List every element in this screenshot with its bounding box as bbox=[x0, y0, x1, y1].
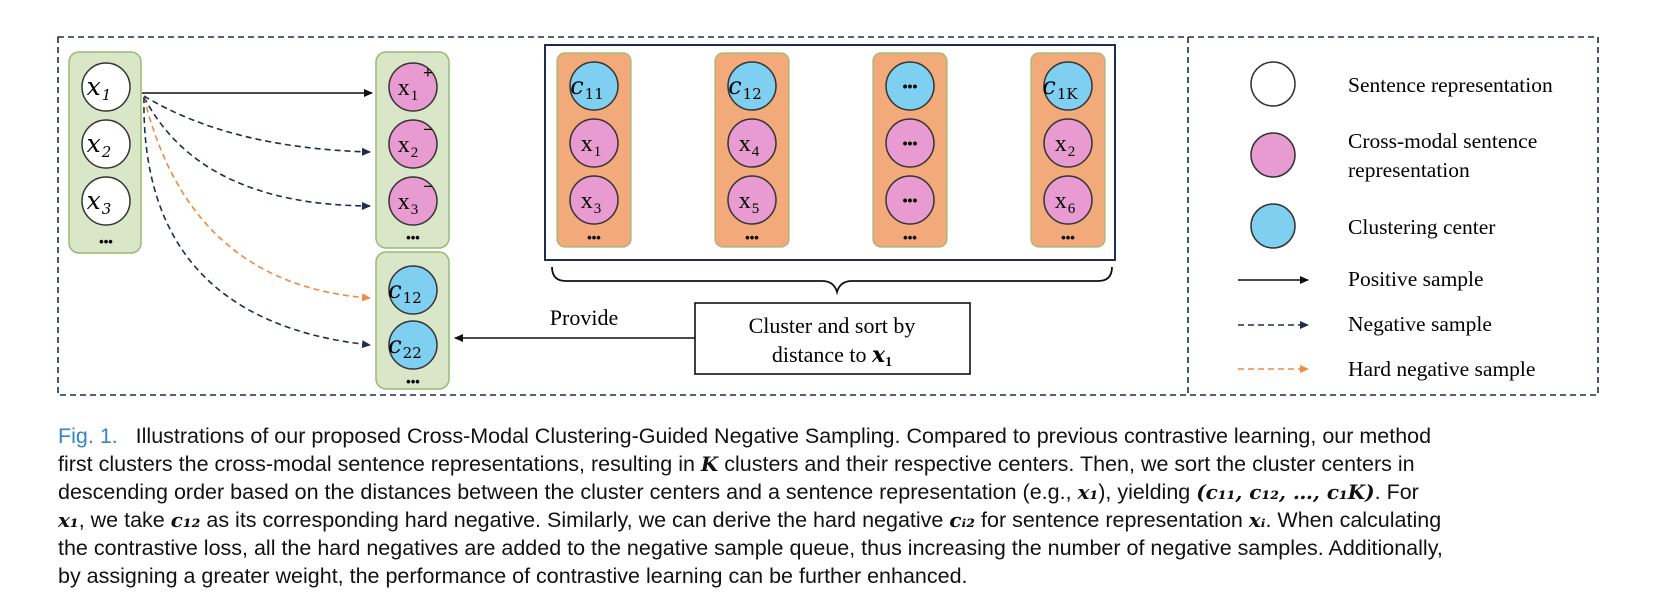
cluster-group: c1K x2 x6 ••• bbox=[1030, 52, 1106, 248]
sample-arrows bbox=[142, 89, 373, 349]
svg-text:c22: c22 bbox=[388, 331, 422, 362]
legend-item: Cross-modal sentence representation bbox=[1250, 129, 1537, 182]
white-circle-icon bbox=[1250, 61, 1296, 107]
more-ellipsis: ••• bbox=[406, 374, 420, 389]
cluster-group: ••• ••• ••• ••• bbox=[872, 52, 948, 248]
svg-text:Sentence representation: Sentence representation bbox=[1348, 73, 1553, 97]
legend-item: Negative sample bbox=[1238, 312, 1492, 336]
svg-text:•••: ••• bbox=[745, 230, 759, 245]
more-ellipsis: ••• bbox=[406, 230, 420, 245]
blue-circle-icon bbox=[1250, 203, 1296, 249]
hard-negative-center-column: c12 c22 ••• bbox=[375, 251, 450, 390]
more-ellipsis: ••• bbox=[99, 234, 113, 249]
svg-text:Negative sample: Negative sample bbox=[1348, 312, 1492, 336]
svg-text:Cross-modal sentence: Cross-modal sentence bbox=[1348, 129, 1537, 153]
svg-text:Hard negative sample: Hard negative sample bbox=[1348, 357, 1535, 381]
svg-text:representation: representation bbox=[1348, 158, 1470, 182]
sentence-node: x2 bbox=[81, 119, 131, 169]
negative-arrow bbox=[143, 96, 371, 349]
pink-circle-icon bbox=[1250, 132, 1296, 178]
svg-text:•••: ••• bbox=[903, 230, 917, 245]
cluster-group: c11 x1 x3 ••• bbox=[556, 52, 632, 248]
provide-label: Provide bbox=[550, 305, 618, 330]
svg-text:x1: x1 bbox=[581, 131, 602, 160]
cluster-center-node: c22 bbox=[388, 320, 438, 370]
svg-text:Positive sample: Positive sample bbox=[1348, 267, 1484, 291]
cross-modal-node: x2 − bbox=[388, 119, 438, 169]
negative-arrow bbox=[143, 96, 371, 210]
svg-text:distance to x1: distance to x1 bbox=[772, 342, 892, 370]
legend-item: Clustering center bbox=[1250, 203, 1495, 249]
svg-text:•••: ••• bbox=[903, 135, 918, 151]
svg-text:•••: ••• bbox=[903, 192, 918, 208]
svg-text:x3: x3 bbox=[581, 188, 602, 217]
sentence-representation-column: x1 x2 x3 ••• bbox=[68, 51, 142, 254]
legend-item: Positive sample bbox=[1238, 267, 1484, 291]
cluster-sort-box: Cluster and sort by distance to x1 bbox=[694, 302, 971, 375]
svg-text:+: + bbox=[423, 63, 433, 82]
negative-arrow bbox=[143, 95, 371, 156]
hard-negative-arrow bbox=[143, 96, 371, 302]
svg-text:−: − bbox=[423, 120, 433, 139]
svg-text:x2: x2 bbox=[1055, 131, 1076, 160]
legend: Sentence representation Cross-modal sent… bbox=[1238, 61, 1553, 381]
clusters-panel: c11 x1 x3 ••• c12 x4 x5 ••• ••• ••• ••• … bbox=[544, 44, 1116, 261]
svg-text:•••: ••• bbox=[903, 78, 918, 94]
cross-modal-column: x1 + x2 − x3 − ••• bbox=[375, 51, 450, 249]
svg-text:x5: x5 bbox=[739, 188, 760, 217]
figure-caption: Fig. 1. Illustrations of our proposed Cr… bbox=[58, 424, 1443, 588]
cluster-group: c12 x4 x5 ••• bbox=[714, 52, 790, 248]
svg-text:c12: c12 bbox=[728, 72, 762, 103]
caption-text: Illustrations of our proposed Cross-Moda… bbox=[135, 424, 1432, 448]
legend-item: Sentence representation bbox=[1250, 61, 1553, 107]
sentence-node: x3 bbox=[81, 176, 131, 226]
svg-text:x4: x4 bbox=[739, 131, 760, 160]
figure-label: Fig. 1. bbox=[58, 424, 118, 448]
svg-text:•••: ••• bbox=[1061, 230, 1075, 245]
brace bbox=[551, 266, 1113, 296]
figure-diagram: x1 x2 x3 ••• x1 + x2 − x3 − ••• bbox=[57, 36, 1599, 396]
svg-text:x2: x2 bbox=[87, 129, 112, 161]
svg-text:x2: x2 bbox=[398, 132, 419, 161]
svg-text:x3: x3 bbox=[87, 186, 112, 218]
svg-text:c12: c12 bbox=[388, 276, 422, 307]
cross-modal-node: x3 − bbox=[388, 176, 438, 226]
svg-text:Cluster and sort by: Cluster and sort by bbox=[749, 313, 916, 338]
figure-frame bbox=[57, 36, 1599, 396]
svg-text:Clustering center: Clustering center bbox=[1348, 215, 1495, 239]
svg-text:−: − bbox=[423, 177, 433, 196]
legend-item: Hard negative sample bbox=[1238, 357, 1535, 381]
svg-text:c1K: c1K bbox=[1042, 72, 1078, 103]
svg-text:x1: x1 bbox=[87, 72, 112, 104]
svg-text:x6: x6 bbox=[1055, 188, 1076, 217]
svg-text:c11: c11 bbox=[570, 72, 604, 103]
sentence-node: x1 bbox=[81, 62, 131, 112]
svg-text:•••: ••• bbox=[587, 230, 601, 245]
cross-modal-node: x1 + bbox=[388, 62, 438, 112]
svg-text:x3: x3 bbox=[398, 189, 419, 218]
svg-text:x1: x1 bbox=[398, 75, 419, 104]
cluster-center-node: c12 bbox=[388, 265, 438, 315]
